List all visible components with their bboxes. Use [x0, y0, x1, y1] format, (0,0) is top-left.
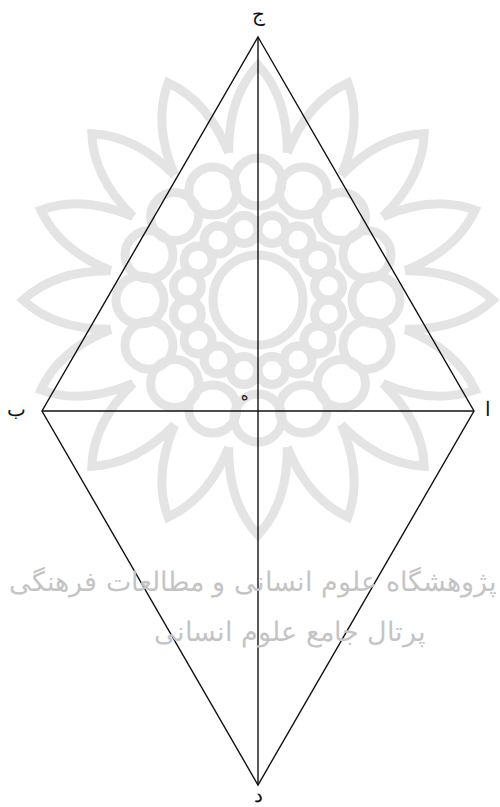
- rosette-point: [162, 83, 229, 175]
- vertex-label: ب: [7, 399, 26, 419]
- center-label: ه: [241, 388, 248, 402]
- rosette-point: [23, 271, 111, 330]
- rosette-ring: [230, 215, 258, 243]
- rhombus-outline: [42, 37, 474, 785]
- horizontal-diagonal: [42, 410, 474, 411]
- vertex-label: ا: [485, 399, 491, 419]
- rosette-point: [162, 425, 229, 517]
- rosette-point: [405, 271, 493, 330]
- rosette-ring: [116, 276, 164, 324]
- rosette-point: [287, 83, 354, 175]
- rosette-point: [41, 204, 133, 271]
- rosette-point: [383, 204, 475, 271]
- rosette-point: [383, 329, 475, 396]
- vertex-label: ج: [252, 4, 265, 24]
- rosette-ring: [352, 276, 400, 324]
- rosette-point: [41, 329, 133, 396]
- rosette-ring: [189, 167, 237, 215]
- watermark-text: پرتال جامع علوم انسانی: [154, 616, 427, 648]
- vertex-label: د: [254, 785, 263, 805]
- rosette-ring: [279, 385, 327, 433]
- rosette-point: [287, 425, 354, 517]
- rosette-ring: [125, 321, 173, 369]
- rhombus: [42, 37, 474, 785]
- watermark-text: پژوهشگاه علوم انسانی و مطالعات فرهنگی: [9, 566, 497, 598]
